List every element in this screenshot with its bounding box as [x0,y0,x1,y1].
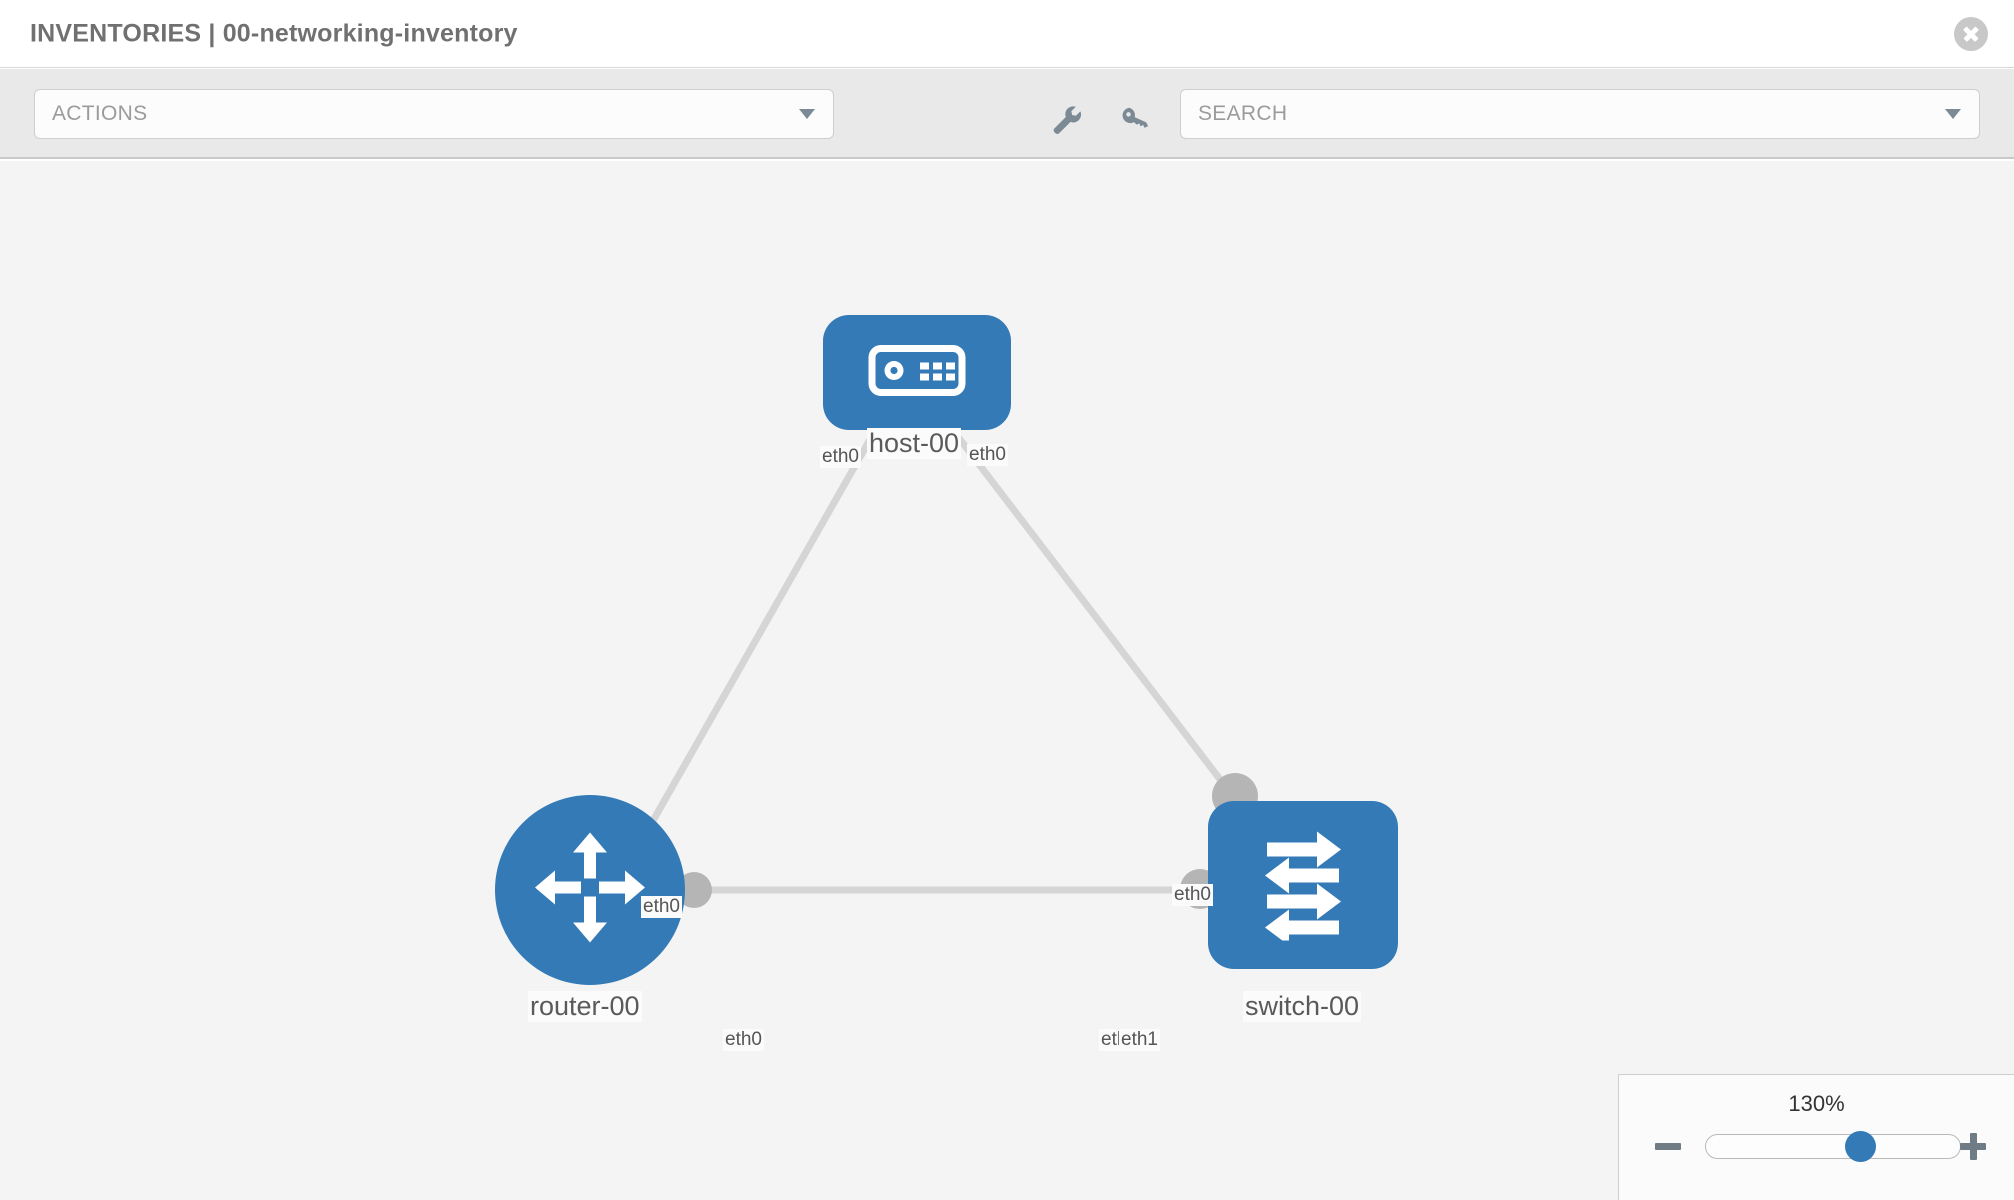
actions-dropdown-label: ACTIONS [52,102,148,125]
link-label-router-switch-near-switch: eth1 [1119,1029,1160,1051]
zoom-control-panel: 130% [1618,1074,2014,1200]
node-switch-00-label: switch-00 [1243,991,1362,1022]
link-label-router-switch-near-router: eth0 [723,1029,764,1051]
link-label-host-router-near-router: eth0 [641,896,682,918]
node-switch-shape [1208,801,1398,969]
node-host-shape [823,315,1011,430]
topology-links [646,425,1236,894]
wrench-icon[interactable] [1050,103,1084,137]
zoom-slider-track [1705,1134,1961,1159]
zoom-level-value: 130% [1788,1091,1845,1116]
switch-arrows-icon [1245,825,1361,946]
zoom-slider[interactable] [1705,1131,1961,1162]
chevron-down-icon [1945,109,1961,119]
actions-dropdown[interactable]: ACTIONS [34,89,834,139]
search-placeholder: SEARCH [1198,102,1288,125]
node-host-00[interactable] [823,315,1011,430]
server-icon [868,344,966,401]
page-title: INVENTORIES | 00-networking-inventory [30,19,518,47]
node-router-shape [495,795,685,985]
toolbar: ACTIONS SEARCH [0,69,2014,159]
link-label-host-router-near-host: eth0 [820,446,861,468]
node-switch-00[interactable] [1208,801,1398,969]
close-icon[interactable] [1954,16,1988,51]
link-host-router[interactable] [646,425,880,830]
node-router-00-label: router-00 [528,991,642,1022]
zoom-out-button[interactable] [1653,1131,1683,1161]
node-router-00[interactable] [495,795,685,985]
link-host-switch[interactable] [948,425,1236,799]
link-label-host-switch-near-switch: eth0 [1172,884,1213,906]
link-label-host-switch-near-host: eth0 [967,444,1008,466]
chevron-down-icon [799,109,815,119]
search-input[interactable]: SEARCH [1180,89,1980,139]
zoom-in-button[interactable] [1958,1131,1988,1161]
router-arrows-icon [531,829,649,952]
zoom-slider-thumb[interactable] [1845,1131,1876,1162]
topology-canvas[interactable]: host-00 router- [0,161,2014,1200]
page-header: INVENTORIES | 00-networking-inventory [0,0,2014,68]
key-icon[interactable] [1118,103,1152,137]
node-host-00-label: host-00 [867,428,962,459]
